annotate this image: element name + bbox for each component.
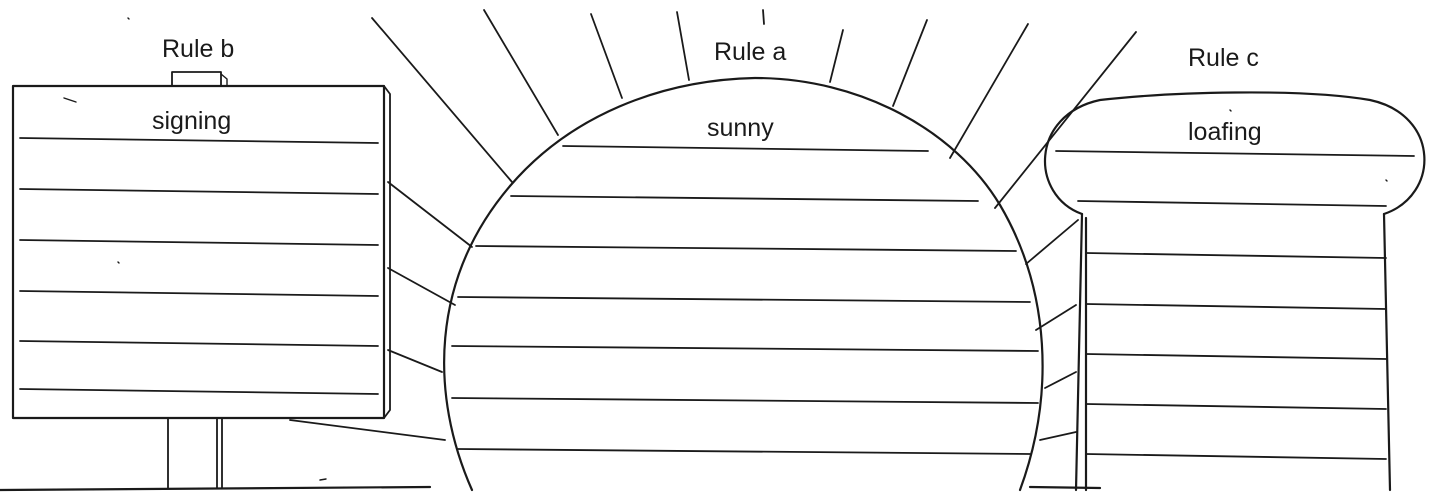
sign-board (13, 86, 384, 418)
sun-rays (290, 10, 1136, 440)
sun-ray (290, 420, 445, 440)
write-line (1086, 304, 1386, 309)
sign-post (168, 418, 222, 488)
write-line (452, 398, 1038, 403)
sun-ray (372, 18, 512, 182)
sun-ray (1045, 372, 1076, 388)
sun-ray (1036, 305, 1076, 330)
sun-ray (995, 32, 1136, 208)
sun-ray (388, 182, 472, 247)
write-line (458, 449, 1030, 454)
sun-figure: Rule a sunny (290, 10, 1136, 490)
write-line (1086, 354, 1386, 359)
sun-ray (484, 10, 558, 135)
sign-top-tab (172, 72, 221, 86)
write-line (563, 146, 928, 151)
sun-ray (591, 14, 622, 98)
write-line (1056, 151, 1414, 156)
write-line (1086, 404, 1386, 409)
sun-word: sunny (707, 114, 774, 142)
tower-neck-line (1078, 201, 1386, 206)
sign-figure: Rule b signing (13, 35, 390, 488)
sun-ray (388, 268, 455, 305)
sun-write-lines (452, 146, 1038, 454)
sun-ray (893, 20, 927, 106)
sun-ray (1040, 432, 1076, 440)
write-line (476, 246, 1016, 251)
write-line (1086, 253, 1386, 258)
sign-rule-label: Rule b (162, 35, 234, 63)
sun-ray (1026, 220, 1078, 264)
sun-ray (677, 12, 689, 80)
tower-figure: Rule c loafing (1045, 44, 1424, 490)
write-line (452, 346, 1038, 351)
tower-word: loafing (1188, 118, 1262, 146)
sun-ray (830, 30, 843, 82)
sun-ray (950, 24, 1028, 158)
sun-rule-label: Rule a (714, 38, 786, 66)
write-line (1086, 454, 1386, 459)
write-line (511, 196, 978, 201)
write-line (458, 297, 1030, 302)
sun-ray (763, 10, 764, 24)
tower-write-lines (1086, 253, 1386, 459)
ground-line (0, 479, 1100, 490)
sign-word: signing (152, 107, 231, 135)
sun-ray (388, 350, 442, 372)
tower-rule-label: Rule c (1188, 44, 1259, 72)
